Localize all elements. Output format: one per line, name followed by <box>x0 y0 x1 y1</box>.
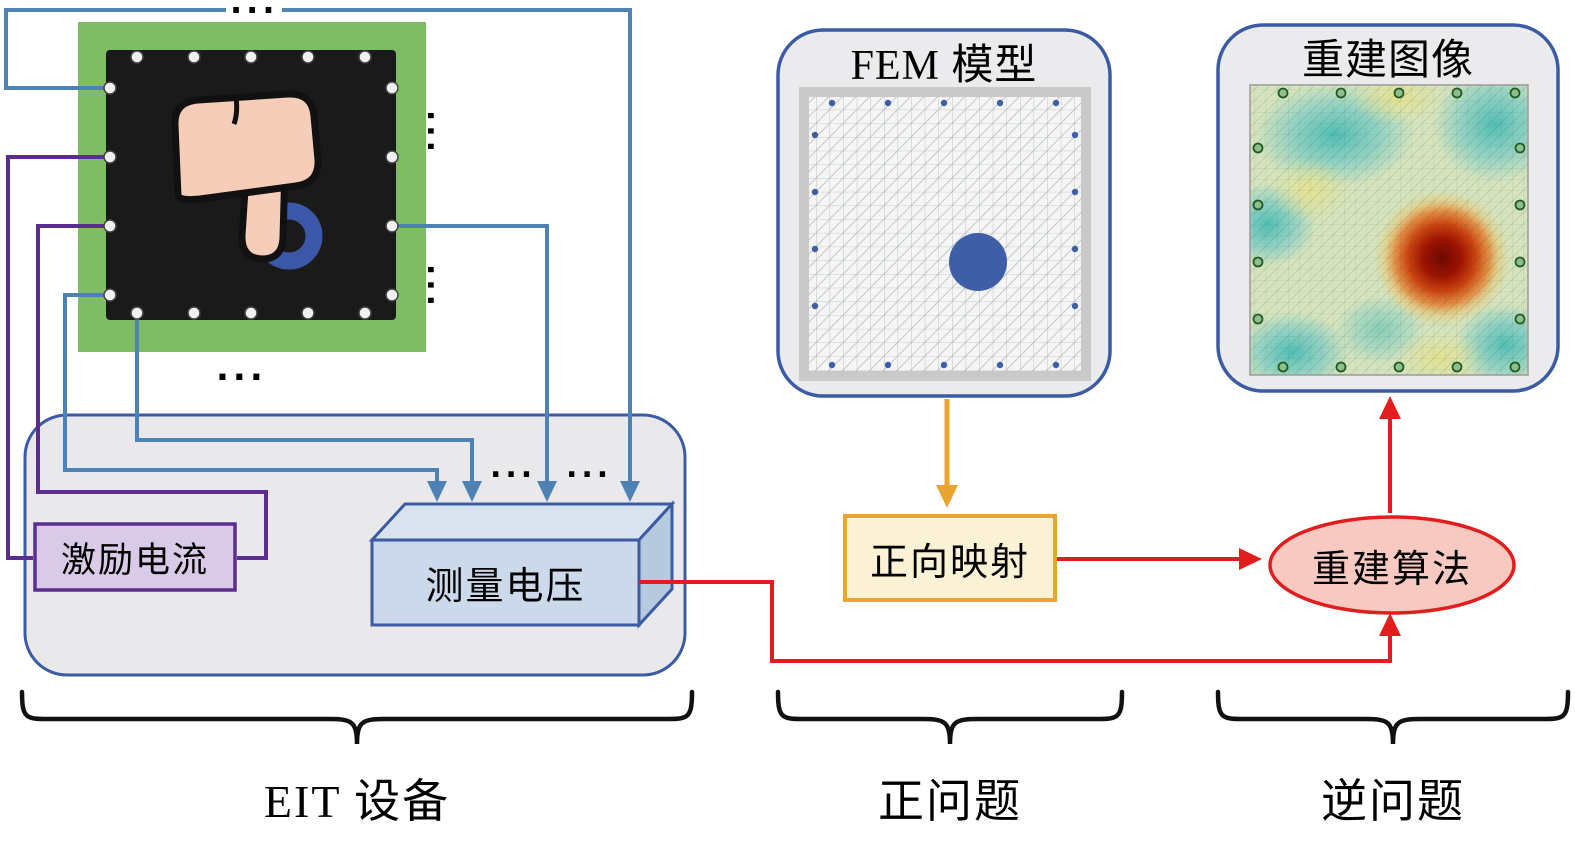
electrode-dot <box>187 306 201 320</box>
hand-fist <box>171 90 322 204</box>
electrode-dot <box>103 150 117 164</box>
fem-inclusion-circle <box>949 233 1007 291</box>
wire-blue-left <box>63 293 447 502</box>
electrode-dot <box>301 306 315 320</box>
ellipsis-below-sensor: ... <box>216 349 267 389</box>
wire-purple-2 <box>36 224 268 560</box>
electrode-dot <box>103 81 117 95</box>
reconstruction-algorithm-ellipse <box>1268 515 1516 615</box>
electrode-dot <box>385 150 399 164</box>
electrode-dot <box>385 288 399 302</box>
ellipsis-electrodes-right-2: ... <box>420 263 456 311</box>
voltage-measure-box <box>368 500 676 629</box>
ellipsis-device-wires-2: ... <box>566 449 613 485</box>
excitation-current-label: 激励电流 <box>60 540 209 580</box>
wire-blue-top <box>4 8 640 502</box>
electrode-dot <box>187 50 201 64</box>
ellipsis-electrodes-right-1: ... <box>420 109 456 157</box>
wire-purple-1 <box>6 155 110 560</box>
excitation-wires <box>6 155 268 560</box>
excitation-current-box <box>33 522 237 592</box>
forward-mapping-box <box>843 514 1057 602</box>
electrode-dot <box>244 50 258 64</box>
hand-icon <box>171 90 322 263</box>
electrode-dot <box>130 50 144 64</box>
electrode-dot <box>244 306 258 320</box>
brace-forward-problem <box>775 689 1125 745</box>
voltage-measure-label: 测量电压 <box>425 566 586 608</box>
group-braces <box>19 689 1571 745</box>
brace-label-eit-device: EIT 设备 <box>263 776 451 827</box>
electrode-dot <box>103 219 117 233</box>
reconstruction-algorithm-label: 重建算法 <box>1311 548 1472 591</box>
electrode-dot <box>130 306 144 320</box>
wire-blue-right <box>392 224 557 502</box>
brace-eit-device <box>19 689 695 745</box>
fem-panel-title: FEM 模型 <box>850 42 1038 89</box>
measurement-wires <box>4 8 640 502</box>
recon-panel-title: 重建图像 <box>1301 37 1474 84</box>
ellipsis-device-wires-1: ... <box>490 449 537 485</box>
brace-inverse-problem <box>1215 689 1571 745</box>
electrode-dot <box>358 306 372 320</box>
hand-knuckle-line <box>231 96 240 125</box>
reconstructed-image-panel <box>1216 23 1560 393</box>
electrode-dot <box>301 50 315 64</box>
brace-label-inverse-problem: 逆问题 <box>1321 776 1465 827</box>
wire-blue-bottom <box>135 313 482 502</box>
electrode-dot <box>385 219 399 233</box>
reconstruction-heatmap <box>1250 85 1528 375</box>
electrode-dot <box>358 50 372 64</box>
fem-model-panel <box>776 28 1112 398</box>
electrode-dot <box>103 288 117 302</box>
voltage-to-algorithm-line <box>639 580 1401 663</box>
sensor-electrodes <box>103 50 399 320</box>
forward-mapping-label: 正向映射 <box>869 541 1030 584</box>
ellipsis-top-wire: ... <box>226 0 283 18</box>
brace-label-forward-problem: 正问题 <box>878 776 1022 827</box>
fem-electrode-dots <box>811 99 1079 369</box>
electrode-dot <box>385 81 399 95</box>
recon-electrode-dots <box>1252 87 1526 373</box>
